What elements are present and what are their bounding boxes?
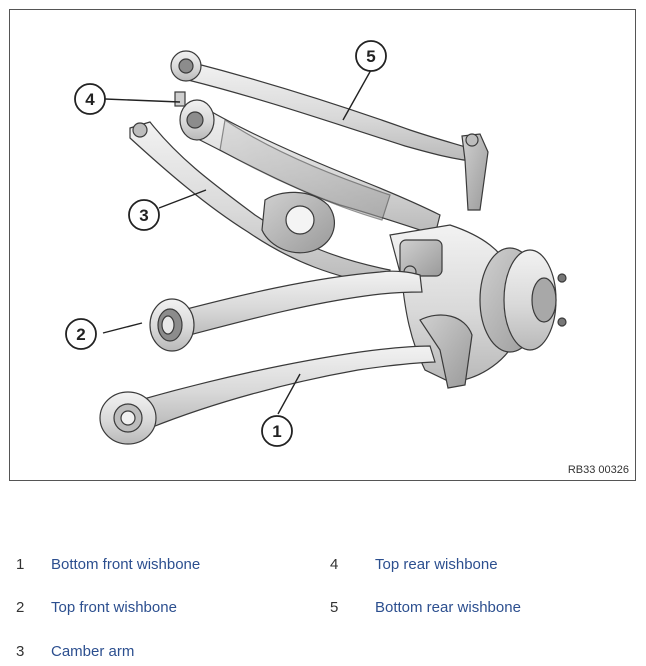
- legend-number: 5: [330, 599, 339, 616]
- bottom-front-wishbone: [99, 345, 436, 445]
- legend-label: Camber arm: [51, 643, 135, 660]
- suspension-illustration: 1 2 3 4 5: [65, 40, 567, 447]
- svg-text:3: 3: [139, 206, 148, 225]
- legend-label: Bottom rear wishbone: [375, 599, 521, 616]
- suspension-diagram: 1 2 3 4 5 RB33 00326: [9, 9, 636, 481]
- wheel-carrier: [389, 224, 567, 389]
- legend-label: Bottom front wishbone: [51, 556, 201, 573]
- camber-arm: [129, 121, 391, 287]
- legend-number: 4: [330, 556, 339, 573]
- callout-2: 2: [65, 318, 97, 350]
- svg-text:5: 5: [366, 47, 375, 66]
- svg-text:4: 4: [85, 90, 95, 109]
- svg-text:1: 1: [272, 422, 281, 441]
- callout-4: 4: [74, 83, 106, 115]
- legend-number: 2: [16, 599, 25, 616]
- callout-3: 3: [128, 199, 160, 231]
- svg-text:2: 2: [76, 325, 85, 344]
- top-front-wishbone: [149, 270, 423, 352]
- top-rear-wishbone: [174, 91, 441, 236]
- legend-label: Top front wishbone: [51, 599, 177, 616]
- callout-1: 1: [261, 415, 293, 447]
- legend-label: Top rear wishbone: [375, 556, 498, 573]
- figure-reference-code: RB33 00326: [567, 464, 629, 476]
- legend-number: 3: [16, 643, 25, 660]
- callout-5: 5: [355, 40, 387, 72]
- leader-lines: [102, 69, 372, 415]
- legend-number: 1: [16, 556, 25, 573]
- bottom-rear-wishbone: [170, 50, 489, 211]
